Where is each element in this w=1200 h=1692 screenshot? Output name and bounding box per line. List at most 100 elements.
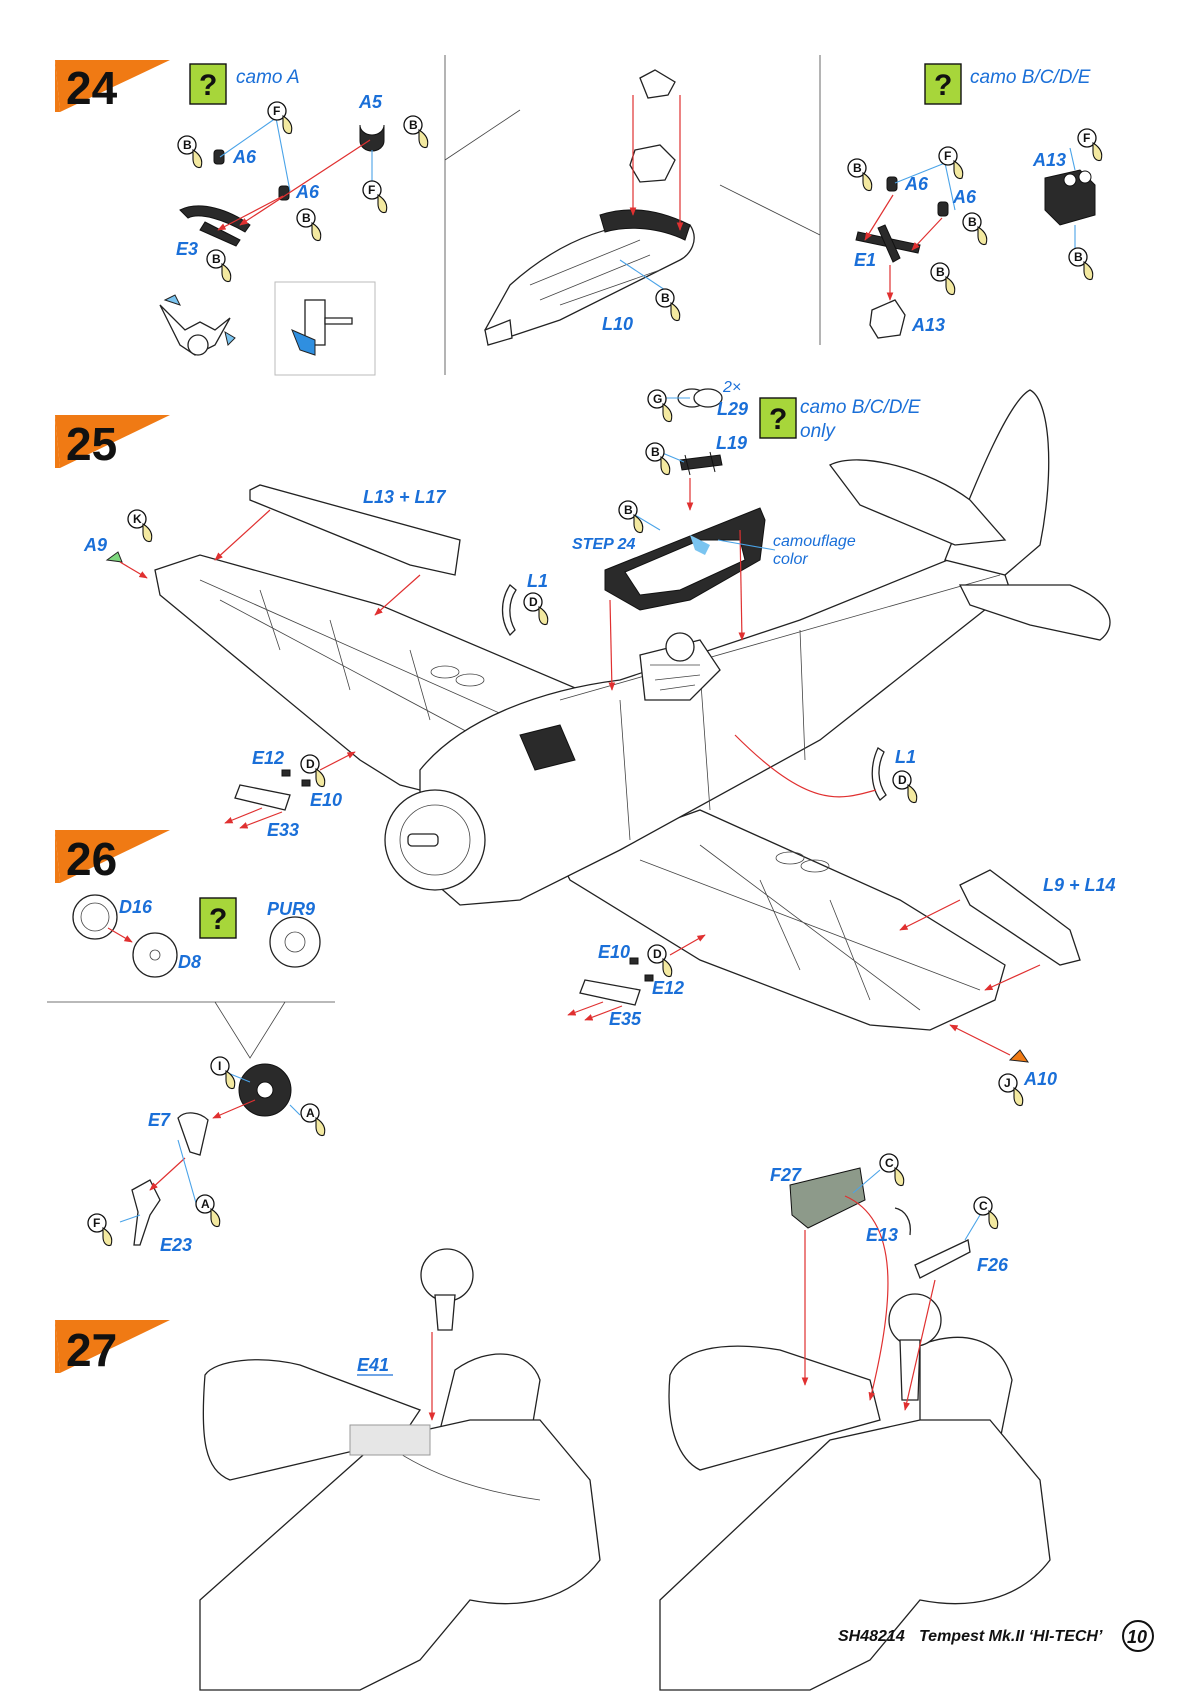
wheel-parts bbox=[72, 894, 321, 978]
aircraft-airframe bbox=[154, 389, 1111, 1031]
part-label: F27 bbox=[770, 1165, 802, 1185]
glue-i-badge: I bbox=[210, 1056, 236, 1090]
glue-b-badge: B bbox=[847, 158, 873, 192]
glue-b-badge: B bbox=[930, 262, 956, 296]
cockpit-tub bbox=[604, 507, 766, 611]
option-icon: ? bbox=[924, 63, 962, 105]
part-label: A13 bbox=[1032, 150, 1066, 170]
step-27-section: 27 E41 bbox=[55, 1153, 1051, 1691]
glue-b-badge: B bbox=[962, 212, 988, 246]
glue-a-badge: A bbox=[195, 1194, 221, 1228]
svg-text:B: B bbox=[624, 503, 633, 517]
underside-view-left bbox=[199, 1248, 601, 1691]
svg-text:?: ? bbox=[934, 69, 952, 102]
part-label: L1 bbox=[895, 747, 916, 767]
door-part-f27 bbox=[789, 1167, 866, 1229]
svg-text:B: B bbox=[409, 118, 418, 132]
part-count: 2× bbox=[722, 379, 741, 396]
part-label: L10 bbox=[602, 314, 633, 334]
option-icon: ? bbox=[759, 397, 797, 439]
glue-j-badge: J bbox=[998, 1073, 1024, 1107]
svg-text:K: K bbox=[133, 512, 142, 526]
divider-line bbox=[214, 1001, 286, 1059]
step-24-badge: 24 bbox=[55, 60, 170, 114]
part-label: A9 bbox=[83, 535, 107, 555]
glue-b-badge: B bbox=[655, 288, 681, 322]
part-label: E10 bbox=[310, 790, 342, 810]
step-26-section: 26 ? D16 D8 PUR9 I A bbox=[47, 830, 335, 1255]
glue-a-badge: A bbox=[300, 1103, 326, 1137]
flap-part-l13-l17 bbox=[249, 484, 461, 576]
part-label: L29 bbox=[717, 399, 748, 419]
part-label: E33 bbox=[267, 820, 299, 840]
option-icon: ? bbox=[199, 897, 237, 939]
part-label: L19 bbox=[716, 433, 747, 453]
panel-part-l1 bbox=[501, 584, 517, 637]
step-25-number: 25 bbox=[66, 418, 117, 470]
part-label: PUR9 bbox=[267, 899, 315, 919]
seat-frame-assembly bbox=[179, 124, 385, 247]
svg-text:A: A bbox=[201, 1197, 210, 1211]
svg-text:B: B bbox=[302, 211, 311, 225]
glue-g-badge: G bbox=[647, 389, 673, 423]
svg-text:C: C bbox=[885, 1156, 894, 1170]
door-part-f26 bbox=[914, 1239, 971, 1279]
camouflage-note-2: color bbox=[773, 551, 808, 568]
part-label: A6 bbox=[952, 187, 977, 207]
rudder-pedals bbox=[679, 451, 723, 476]
part-label: E23 bbox=[160, 1235, 192, 1255]
footer-title: Tempest Mk.II ‘HI-TECH’ bbox=[919, 1628, 1103, 1645]
part-label: E10 bbox=[598, 942, 630, 962]
svg-text:B: B bbox=[183, 138, 192, 152]
glue-f-badge: F bbox=[267, 101, 293, 135]
glue-b-badge: B bbox=[206, 249, 232, 283]
part-label: L1 bbox=[527, 571, 548, 591]
svg-text:?: ? bbox=[209, 903, 227, 936]
light-part-a10 bbox=[1008, 1049, 1030, 1063]
part-label: E13 bbox=[866, 1225, 898, 1245]
light-part-a9 bbox=[105, 551, 123, 563]
camouflage-note: camouflage bbox=[773, 533, 856, 550]
camo-bcde-only-note: camo B/C/D/E bbox=[800, 397, 921, 418]
glue-f-badge: F bbox=[938, 146, 964, 180]
underside-view-right bbox=[659, 1293, 1051, 1691]
camo-bcde-note: camo B/C/D/E bbox=[970, 67, 1091, 88]
svg-text:B: B bbox=[936, 265, 945, 279]
bracket-part-e35 bbox=[579, 957, 654, 1006]
glue-d-badge: D bbox=[300, 754, 326, 788]
step-25-badge: 25 bbox=[55, 415, 170, 470]
glue-d-badge: D bbox=[647, 944, 673, 978]
flap-part-l9-l14 bbox=[959, 869, 1081, 966]
glue-b-badge: B bbox=[177, 135, 203, 169]
svg-text:F: F bbox=[944, 149, 951, 163]
divider-line bbox=[444, 109, 521, 161]
camo-bcde-only-note-2: only bbox=[800, 421, 836, 442]
svg-text:F: F bbox=[93, 1216, 100, 1230]
step-24-number: 24 bbox=[66, 62, 118, 114]
glue-b-badge: B bbox=[1068, 247, 1094, 281]
step-24-section: 24 ? camo A F B B B B F A5 A6 bbox=[55, 55, 1103, 376]
step-ref-label: STEP 24 bbox=[572, 536, 636, 553]
svg-text:F: F bbox=[1083, 131, 1090, 145]
step-25-section: 25 bbox=[55, 379, 1116, 1107]
glue-b-badge: B bbox=[296, 208, 322, 242]
step-27-badge: 27 bbox=[55, 1320, 170, 1376]
camo-a-note: camo A bbox=[236, 67, 300, 88]
svg-text:J: J bbox=[1004, 1076, 1011, 1090]
svg-text:D: D bbox=[898, 773, 907, 787]
main-gear-assembly bbox=[131, 1063, 292, 1246]
part-label: L9 + L14 bbox=[1043, 875, 1116, 895]
footer: SH48214 Tempest Mk.II ‘HI-TECH’ 10 bbox=[838, 1620, 1154, 1652]
svg-text:D: D bbox=[529, 595, 538, 609]
svg-text:C: C bbox=[979, 1199, 988, 1213]
svg-text:B: B bbox=[853, 161, 862, 175]
svg-text:?: ? bbox=[769, 403, 787, 436]
glue-d-badge: D bbox=[892, 770, 918, 804]
part-label: E12 bbox=[252, 748, 284, 768]
svg-text:D: D bbox=[653, 947, 662, 961]
part-label: D8 bbox=[178, 952, 201, 972]
svg-text:B: B bbox=[968, 215, 977, 229]
glue-d-badge: D bbox=[523, 592, 549, 626]
svg-text:A: A bbox=[306, 1106, 315, 1120]
